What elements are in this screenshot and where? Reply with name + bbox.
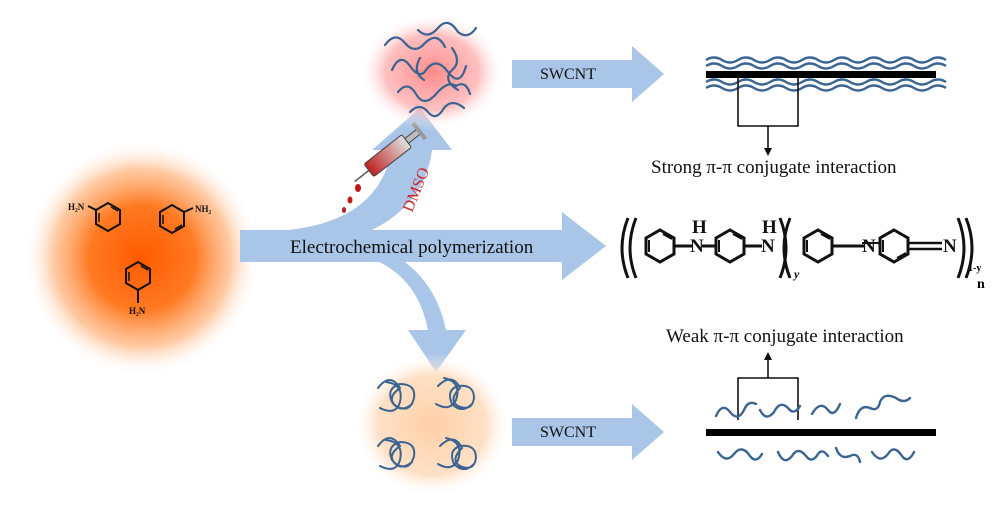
aniline-1-substituent: H₂N — [68, 202, 85, 212]
polyaniline-labels: N H N H N N y 1-y n — [690, 217, 985, 292]
swcnt-arrow-bottom: SWCNT — [512, 404, 664, 460]
aniline-monomer-group: H₂N NH₂ H₂N — [24, 140, 260, 376]
subscript-n: n — [977, 277, 985, 292]
coiled-polymer-cluster — [354, 353, 510, 497]
weak-interaction-label: Weak π-π conjugate interaction — [666, 326, 904, 347]
swcnt-bottom-label: SWCNT — [540, 424, 596, 441]
swcnt-tube-top — [706, 71, 936, 78]
dmso-drops — [342, 184, 361, 213]
aniline-molecule-3: H₂N — [125, 260, 151, 316]
swcnt-tube-bottom — [706, 429, 936, 436]
subscript-1y: 1-y — [968, 263, 981, 274]
extended-polymer-cluster — [360, 14, 504, 130]
nh-h-label-1: H — [692, 217, 707, 238]
strong-interaction-diagram: Strong π-π conjugate interaction — [651, 56, 947, 178]
n-label-1: N — [690, 236, 704, 257]
subscript-y: y — [792, 267, 800, 281]
n-label-2: N — [761, 236, 775, 257]
polyaniline-structure — [620, 217, 974, 279]
aniline-2-substituent: NH₂ — [195, 204, 212, 214]
aniline-molecule-2: NH₂ — [159, 203, 212, 235]
swcnt-arrow-top: SWCNT — [512, 46, 664, 102]
n-label-4: N — [943, 236, 957, 257]
swcnt-top-label: SWCNT — [540, 66, 596, 83]
electropolymerization-arrow — [240, 212, 606, 280]
aniline-molecule-1: H₂N — [68, 201, 121, 233]
aniline-3-substituent: H₂N — [129, 306, 146, 316]
nh-h-label-2: H — [762, 217, 777, 238]
electrochemical-polymerization-label: Electrochemical polymerization — [290, 237, 534, 258]
syringe-icon — [354, 121, 428, 183]
orange-glow — [24, 140, 260, 376]
curved-arrow-down — [300, 236, 466, 372]
strong-interaction-label: Strong π-π conjugate interaction — [651, 157, 897, 178]
weak-interaction-diagram: Weak π-π conjugate interaction — [666, 326, 936, 464]
n-label-3: N — [862, 236, 876, 257]
